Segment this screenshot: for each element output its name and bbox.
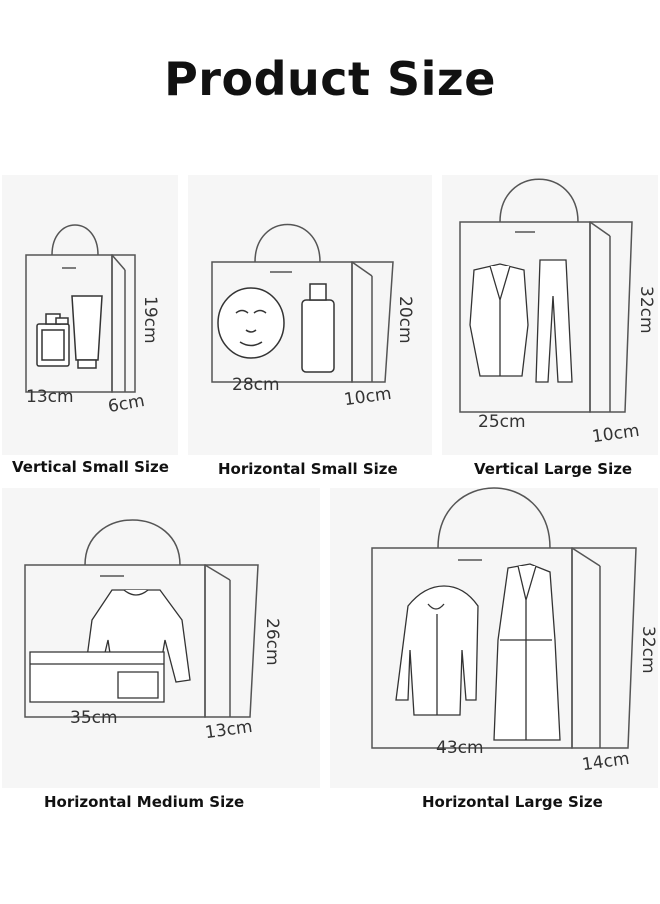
storage-box-icon (30, 652, 164, 702)
face-mask-icon (218, 288, 284, 358)
trousers-icon (536, 260, 572, 382)
horizontal-medium-label: Horizontal Medium Size (44, 793, 245, 811)
bottle-icon (302, 284, 334, 372)
horizontal-large-label: Horizontal Large Size (422, 793, 603, 811)
vertical-large-width: 25cm (478, 412, 526, 432)
page-title: Product Size (164, 52, 496, 106)
horizontal-large-height: 32cm (638, 626, 658, 674)
horizontal-large-width: 43cm (436, 738, 484, 758)
lotion-tube-icon (72, 296, 102, 368)
horizontal-medium-width: 35cm (70, 708, 118, 728)
trench-coat-icon (494, 564, 560, 740)
blazer-icon (470, 264, 528, 376)
vertical-small-label: Vertical Small Size (12, 458, 169, 476)
horizontal-small-label: Horizontal Small Size (218, 460, 398, 478)
vertical-large-label: Vertical Large Size (474, 460, 633, 478)
horizontal-small-width: 28cm (232, 375, 280, 395)
vertical-small-width: 13cm (26, 387, 74, 407)
jacket-icon (396, 586, 478, 715)
perfume-bottle-icon (37, 314, 69, 366)
